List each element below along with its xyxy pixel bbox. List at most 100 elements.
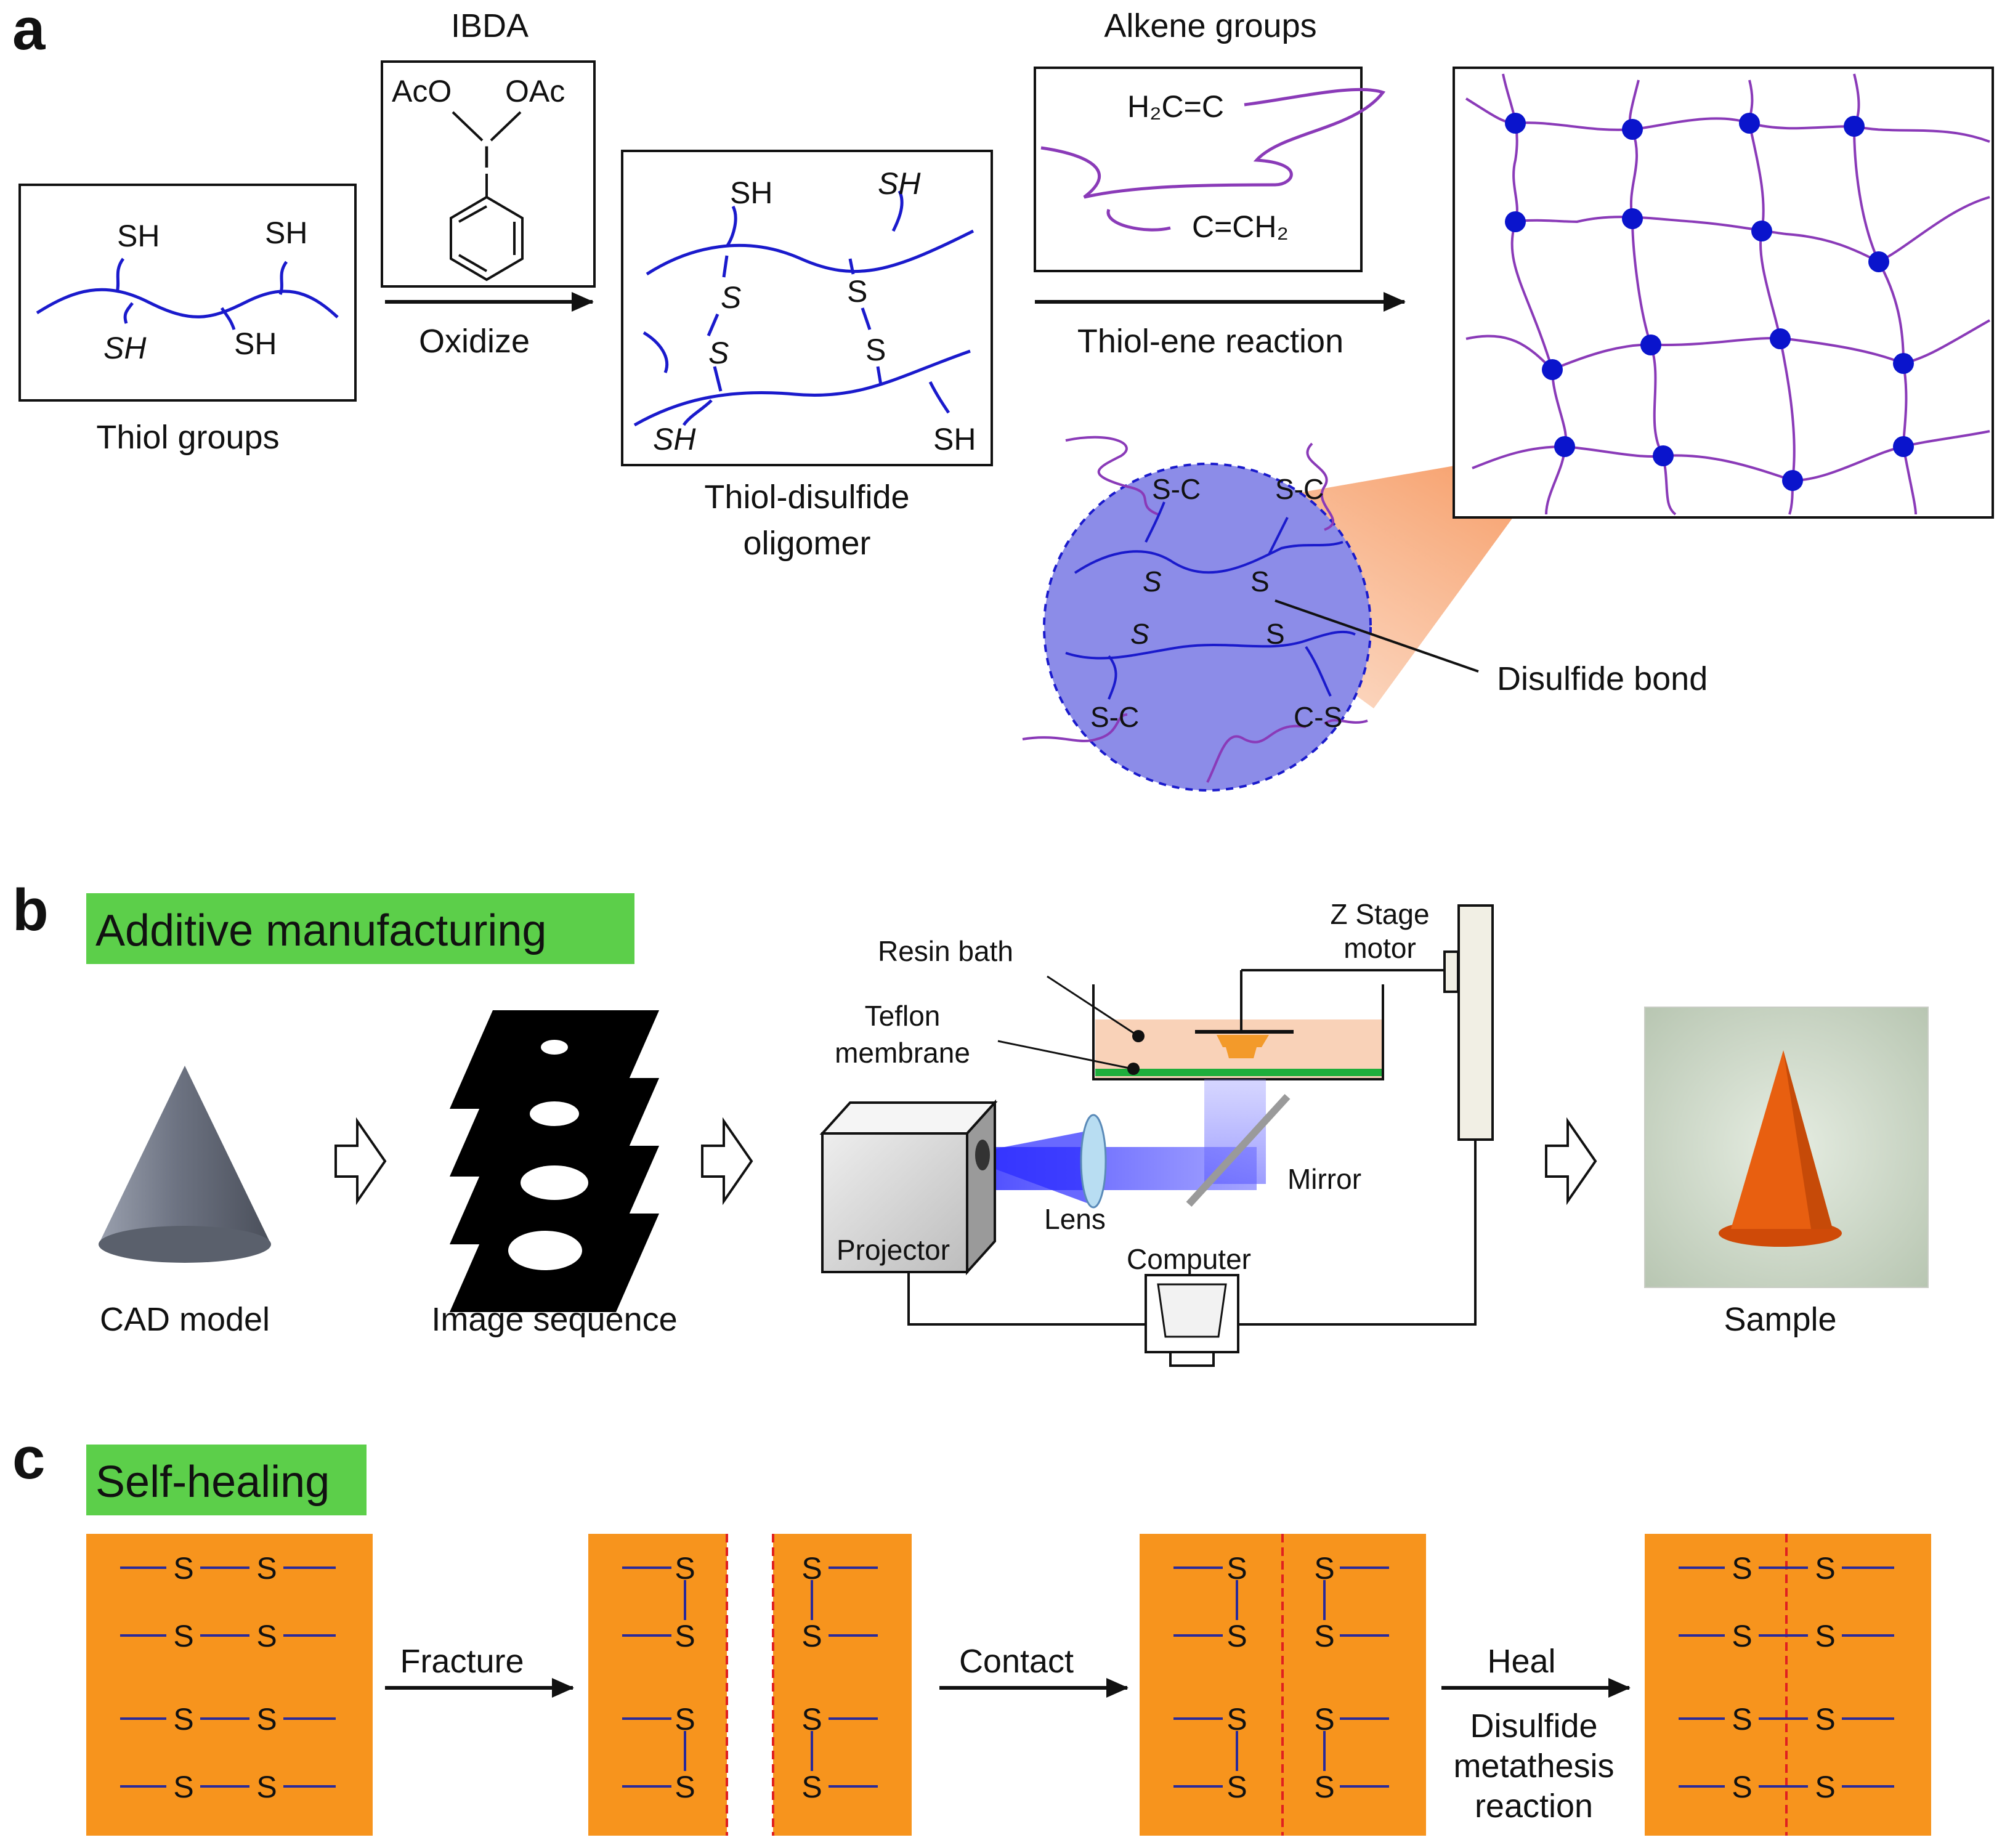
cad-caption: CAD model bbox=[100, 1301, 270, 1338]
projector-body bbox=[821, 1132, 968, 1273]
heal-label: Heal bbox=[1487, 1643, 1555, 1680]
s-atom: S bbox=[1815, 1770, 1835, 1804]
panel-c-label: c bbox=[12, 1425, 45, 1491]
s-atom: S bbox=[675, 1551, 695, 1586]
zoom-s-atom: S bbox=[1266, 618, 1285, 650]
s-atom: S bbox=[1815, 1702, 1835, 1737]
z-stage-rail bbox=[1457, 904, 1494, 1141]
s-atom: S bbox=[675, 1702, 695, 1737]
s-atom: S bbox=[675, 1770, 695, 1804]
self-healing-heading: Self-healing bbox=[95, 1457, 330, 1507]
mirror bbox=[1186, 1093, 1291, 1207]
s-atom: S bbox=[173, 1619, 193, 1653]
computer bbox=[1145, 1274, 1239, 1367]
s-atom: S bbox=[256, 1770, 277, 1804]
s-atom: S bbox=[1732, 1770, 1752, 1804]
s-atom: S bbox=[801, 1770, 822, 1804]
teflon-label-1: Teflon bbox=[865, 1000, 941, 1032]
sh-label: SH bbox=[234, 326, 277, 361]
s-atom: S bbox=[173, 1551, 193, 1586]
s-atom: S bbox=[1314, 1619, 1334, 1653]
additive-heading: Additive manufacturing bbox=[95, 906, 546, 955]
oligomer-caption-2: oligomer bbox=[743, 525, 870, 562]
sh-label: SH bbox=[878, 166, 921, 201]
zoom-sc-label: S-C bbox=[1152, 473, 1201, 505]
s-atom: S bbox=[256, 1619, 277, 1653]
s-atom: S bbox=[1226, 1702, 1247, 1737]
crosslink-nodes bbox=[1505, 113, 1914, 491]
zoom-sc-label: S-C bbox=[1275, 473, 1324, 505]
ibda-title: IBDA bbox=[451, 7, 529, 44]
alkene-title: Alkene groups bbox=[1104, 7, 1316, 44]
hollow-arrow bbox=[1545, 1117, 1597, 1206]
oligomer-caption-1: Thiol-disulfide bbox=[704, 479, 909, 516]
oligomer-box: SH SH SH SH S S S S bbox=[621, 150, 993, 466]
heal-sub-3: reaction bbox=[1475, 1788, 1593, 1825]
s-atom: S bbox=[1226, 1551, 1247, 1586]
oxidize-label: Oxidize bbox=[419, 323, 530, 360]
disulfide-bond-label: Disulfide bond bbox=[1497, 660, 1708, 697]
zoom-sc-label: C-S bbox=[1294, 701, 1342, 733]
s-atom: S bbox=[1732, 1619, 1752, 1653]
sh-label: SH bbox=[117, 219, 160, 253]
sample-caption: Sample bbox=[1724, 1301, 1836, 1338]
alkene-top-formula: H₂C=C bbox=[1127, 89, 1224, 124]
s-atom: S bbox=[847, 274, 867, 309]
s-atom: S bbox=[801, 1619, 822, 1653]
image-seq-caption: Image sequence bbox=[431, 1301, 677, 1338]
acetoxy-right: OAc bbox=[505, 74, 565, 108]
additive-heading-bg bbox=[86, 893, 634, 964]
sh-label: SH bbox=[103, 331, 147, 365]
s-atom: S bbox=[1314, 1551, 1334, 1586]
hollow-arrow bbox=[701, 1117, 753, 1206]
s-atom: S bbox=[708, 336, 729, 370]
self-healing-heading-bg bbox=[86, 1445, 367, 1515]
intact-block: S S S S S S S S bbox=[86, 1534, 373, 1836]
lens bbox=[1080, 1114, 1107, 1209]
lens-label: Lens bbox=[1044, 1203, 1106, 1235]
resin-bath-label: Resin bath bbox=[878, 935, 1013, 967]
s-atom: S bbox=[1732, 1551, 1752, 1586]
teflon-label-2: membrane bbox=[835, 1037, 970, 1069]
alkene-bottom-formula: C=CH₂ bbox=[1192, 209, 1289, 244]
s-atom: S bbox=[1226, 1619, 1247, 1653]
alkene-box: Alkene groups H₂C=C C=CH₂ bbox=[1034, 7, 1386, 272]
heal-sub-2: metathesis bbox=[1453, 1748, 1614, 1785]
computer-label: Computer bbox=[1127, 1243, 1251, 1275]
thiol-groups-box: SH SH SH SH Thiol groups bbox=[18, 184, 357, 456]
s-atom: S bbox=[1226, 1770, 1247, 1804]
sh-label: SH bbox=[265, 216, 307, 250]
contact-block: S S S S S S S S bbox=[1140, 1534, 1426, 1836]
s-atom: S bbox=[721, 280, 741, 315]
s-atom: S bbox=[173, 1702, 193, 1737]
teflon-membrane bbox=[1095, 1069, 1382, 1076]
s-atom: S bbox=[173, 1770, 193, 1804]
sample-photo bbox=[1644, 1007, 1929, 1288]
printer-setup bbox=[819, 904, 1494, 1367]
sh-label: SH bbox=[730, 176, 772, 210]
s-atom: S bbox=[865, 333, 886, 367]
healed-block: S S S S S S S S bbox=[1645, 1534, 1931, 1836]
s-atom: S bbox=[1314, 1770, 1334, 1804]
heal-sub-1: Disulfide bbox=[1470, 1708, 1597, 1745]
zoom-s-atom: S bbox=[1130, 618, 1149, 650]
benzene-ring bbox=[450, 195, 524, 282]
acetoxy-left: AcO bbox=[392, 74, 452, 108]
s-atom: S bbox=[256, 1702, 277, 1737]
image-sequence bbox=[450, 1010, 659, 1312]
s-atom: S bbox=[1815, 1551, 1835, 1586]
cad-cone bbox=[99, 1066, 271, 1263]
s-atom: S bbox=[801, 1551, 822, 1586]
zoom-circle: S-C S-C S-C C-S S S S S bbox=[1022, 436, 1479, 792]
sh-label: SH bbox=[933, 422, 976, 456]
thiol-ene-label: Thiol-ene reaction bbox=[1077, 323, 1343, 360]
fractured-blocks: S S S S S S S S bbox=[588, 1534, 912, 1836]
s-atom: S bbox=[675, 1619, 695, 1653]
panel-a-label: a bbox=[12, 0, 46, 62]
iodine-atom: I bbox=[482, 140, 491, 174]
hollow-arrow bbox=[334, 1117, 387, 1206]
s-atom: S bbox=[801, 1702, 822, 1737]
projector-label: Projector bbox=[837, 1234, 950, 1266]
z-stage-label-1: Z Stage bbox=[1330, 898, 1429, 930]
panel-b-label: b bbox=[12, 877, 49, 943]
